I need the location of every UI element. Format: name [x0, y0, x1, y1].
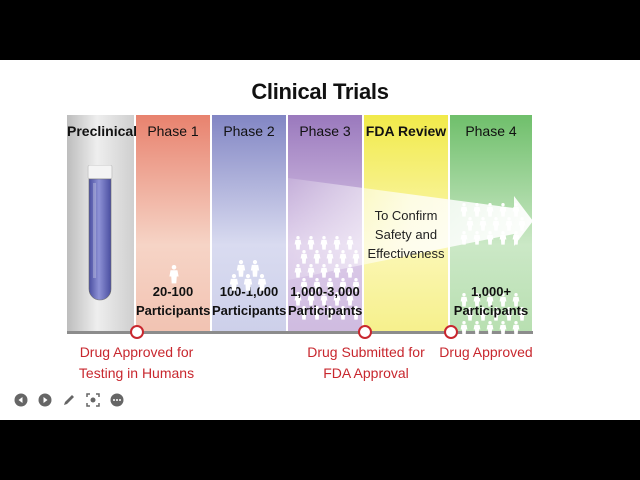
test-tube-icon: [87, 165, 113, 301]
zoom-icon[interactable]: [84, 392, 102, 408]
milestone-submitted-for-approval: Drug Submitted for FDA Approval: [307, 344, 425, 381]
person-icon: [169, 265, 179, 284]
person-icon: [473, 321, 481, 335]
person-icon: [294, 292, 302, 306]
person-icon: [326, 306, 334, 320]
person-icon: [466, 307, 474, 321]
person-icon: [499, 321, 507, 335]
person-icon: [352, 306, 360, 320]
person-icon: [479, 307, 487, 321]
next-icon[interactable]: [36, 392, 54, 408]
person-icon: [505, 307, 513, 321]
person-icon: [313, 278, 321, 292]
timeline-baseline: [67, 331, 533, 334]
person-icon: [243, 274, 253, 291]
person-icon: [460, 321, 468, 335]
person-icon: [460, 293, 468, 307]
column-label: FDA Review: [365, 123, 447, 139]
milestone-marker-1: [130, 325, 144, 339]
milestone-marker-2: [358, 325, 372, 339]
player-controls: [12, 392, 126, 408]
confirm-arrow: [288, 178, 533, 280]
person-icon: [326, 278, 334, 292]
person-icon: [499, 293, 507, 307]
person-icon: [236, 260, 246, 277]
fda-arrow-text: To Confirm Safety and Effectiveness: [367, 208, 445, 261]
column-label: Phase 4: [465, 123, 517, 139]
person-icon: [486, 321, 494, 335]
person-icon: [512, 321, 520, 335]
milestone-testing-in-humans: Drug Approved for Testing in Humans: [78, 344, 195, 381]
person-icon: [486, 293, 494, 307]
person-icon: [257, 274, 267, 291]
person-icon: [307, 292, 315, 306]
column-label: Phase 1: [147, 123, 199, 139]
column-preclinical: Preclinical: [67, 115, 138, 332]
column-label: Preclinical: [67, 123, 138, 139]
column-phase-1: Phase 1 20-100 Participants: [136, 115, 210, 332]
person-icon: [313, 306, 321, 320]
person-icon: [300, 278, 308, 292]
milestone-marker-3: [444, 325, 458, 339]
person-icon: [346, 292, 354, 306]
person-icon: [518, 307, 526, 321]
column-phase-2: Phase 2 100-1,000 Participants: [212, 115, 286, 332]
slide: Clinical Trials Preclinical Phase 1 20-1…: [0, 60, 640, 420]
participants-count: 20-100 Participants: [136, 284, 211, 318]
person-icon: [352, 278, 360, 292]
person-icon: [492, 307, 500, 321]
person-icon: [300, 306, 308, 320]
prev-icon[interactable]: [12, 392, 30, 408]
milestone-drug-approved: Drug Approved: [439, 344, 533, 360]
person-icon: [339, 306, 347, 320]
participants-count: 1,000+ Participants: [453, 284, 529, 318]
person-icon: [333, 292, 341, 306]
person-icon: [473, 293, 481, 307]
participants-count: 1,000-3,000 Participants: [288, 284, 363, 318]
person-icon: [250, 260, 260, 277]
column-label: Phase 3: [299, 123, 351, 139]
column-label: Phase 2: [223, 123, 275, 139]
pen-icon[interactable]: [60, 392, 78, 408]
more-icon[interactable]: [108, 392, 126, 408]
page-title: Clinical Trials: [251, 79, 389, 104]
person-icon: [512, 293, 520, 307]
person-icon: [339, 278, 347, 292]
person-icon: [320, 292, 328, 306]
person-icon: [229, 274, 239, 291]
